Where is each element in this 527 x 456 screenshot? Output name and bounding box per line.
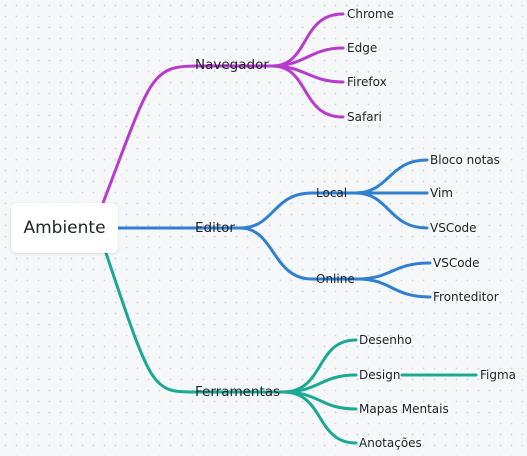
node-safari[interactable]: Safari: [347, 110, 382, 124]
connector-ferramentas: [104, 251, 197, 394]
node-editor[interactable]: Editor: [195, 220, 235, 236]
node-desenho[interactable]: Desenho: [359, 333, 412, 347]
root-label: Ambiente: [23, 218, 106, 238]
root-node[interactable]: Ambiente: [11, 203, 118, 253]
node-edge[interactable]: Edge: [347, 41, 378, 55]
node-bloco-notas[interactable]: Bloco notas: [430, 153, 500, 167]
node-firefox[interactable]: Firefox: [347, 75, 387, 89]
node-fronteditor[interactable]: Fronteditor: [433, 290, 499, 304]
node-vscode-online[interactable]: VSCode: [433, 256, 480, 270]
node-vim[interactable]: Vim: [430, 186, 453, 200]
node-local[interactable]: Local: [316, 186, 348, 200]
connector-navegador: [101, 64, 197, 205]
node-figma[interactable]: Figma: [480, 368, 517, 382]
node-chrome[interactable]: Chrome: [347, 7, 395, 21]
node-mapas-mentais[interactable]: Mapas Mentais: [359, 402, 449, 416]
node-vscode-local[interactable]: VSCode: [430, 221, 477, 235]
node-anotacoes[interactable]: Anotações: [359, 436, 422, 450]
node-navegador[interactable]: Navegador: [195, 57, 269, 73]
node-design[interactable]: Design: [359, 368, 401, 382]
node-ferramentas[interactable]: Ferramentas: [195, 384, 281, 400]
node-online[interactable]: Online: [316, 272, 355, 286]
